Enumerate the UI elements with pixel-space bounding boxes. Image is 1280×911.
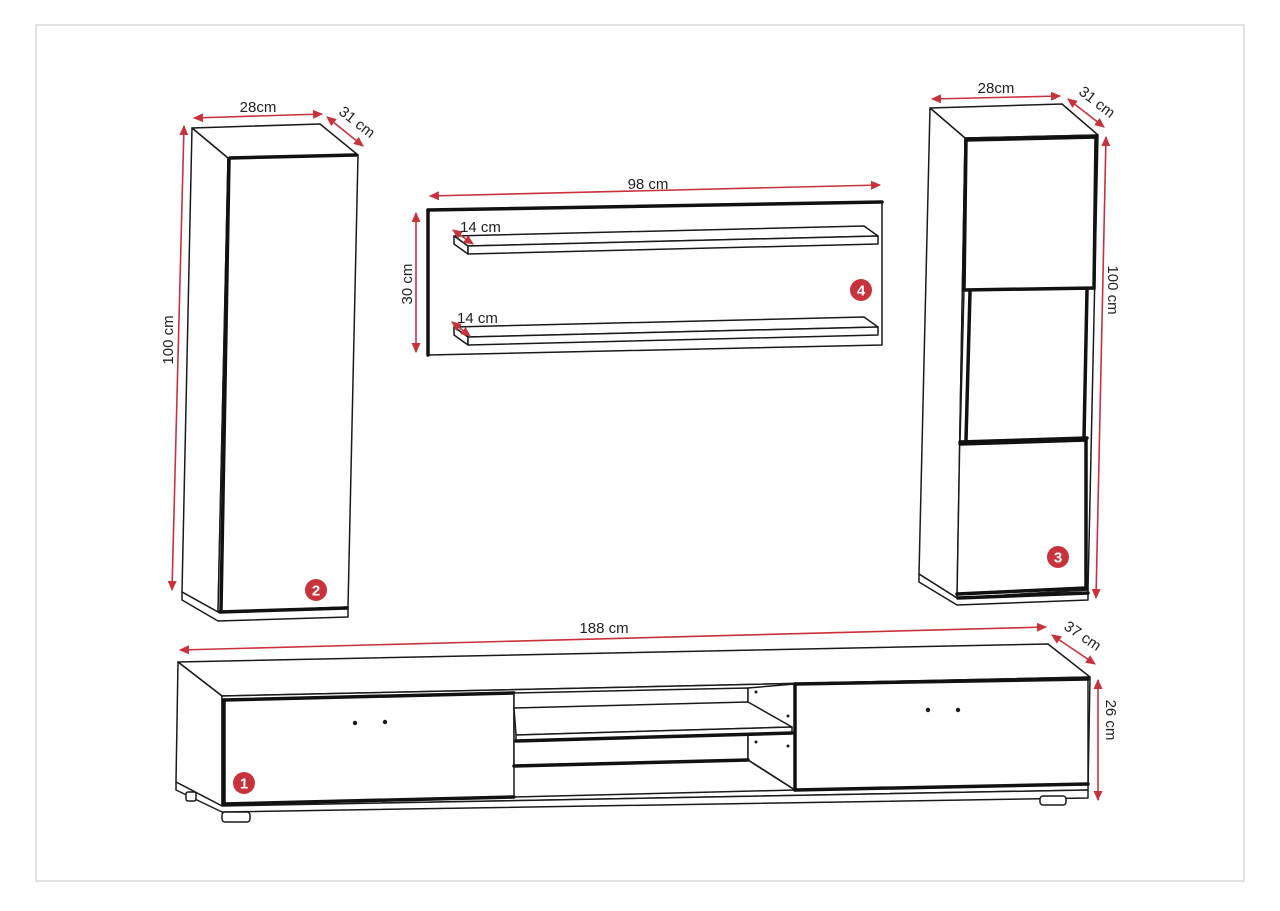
cabinet-right-compartment-inner-left xyxy=(964,290,972,442)
cabinet-right-bottom-edge xyxy=(956,591,1090,600)
tv-stand-right-handle-dot xyxy=(925,707,931,713)
dim-label: 28cm xyxy=(978,80,1015,97)
tv-stand xyxy=(175,643,1091,823)
dim-tv-stand-height: 26 cm xyxy=(1093,678,1119,802)
dim-line xyxy=(1091,135,1111,600)
tv-stand-middle-bottom xyxy=(513,789,796,798)
dim-line xyxy=(451,321,471,337)
badge-circle xyxy=(850,279,872,301)
shelf-pin xyxy=(786,714,790,718)
tv-stand-right-door-bottom-edge xyxy=(793,782,1090,792)
dim-wall-panel-width: 98 cm xyxy=(428,176,882,201)
cabinet-right-front xyxy=(956,134,1099,599)
dim-line xyxy=(167,124,189,592)
dim-line xyxy=(452,229,474,245)
cabinet-right-compartment-bottom xyxy=(958,436,1089,444)
shelf-pin xyxy=(754,690,758,694)
badge-circle xyxy=(233,772,255,794)
wall-panel-top-edge xyxy=(426,200,884,212)
dim-label: 28cm xyxy=(240,99,277,116)
dim-label: 100 cm xyxy=(160,315,177,364)
badge-label: 3 xyxy=(1054,550,1062,567)
dim-label: 98 cm xyxy=(628,176,669,193)
cabinet-left-door-bottom-edge xyxy=(218,606,349,614)
dim-label: 26 cm xyxy=(1102,700,1119,741)
tv-stand-foot-front-right xyxy=(1039,795,1067,806)
wall-panel xyxy=(426,200,884,357)
top-shelf-front xyxy=(467,235,879,255)
dim-line xyxy=(1067,98,1105,128)
dim-line xyxy=(192,109,324,123)
badge-label: 2 xyxy=(312,583,320,600)
tall-cabinet-left xyxy=(181,123,359,622)
badge-4: 4 xyxy=(850,279,872,301)
dim-cabinet-right-height: 100 cm xyxy=(1091,135,1121,600)
shelf-pin xyxy=(786,744,790,748)
dim-tv-stand-width: 188 cm xyxy=(178,620,1048,655)
tv-stand-left-door-bottom-edge xyxy=(222,795,516,806)
badge-label: 1 xyxy=(240,776,248,793)
shelf-pin xyxy=(754,740,758,744)
tall-cabinet-right xyxy=(918,103,1099,606)
badge-circle xyxy=(305,579,327,601)
dim-label: 100 cm xyxy=(1104,265,1121,314)
dim-label: 14 cm xyxy=(460,219,501,236)
tv-stand-right-handle-dot xyxy=(955,707,961,713)
cabinet-left-door-top-edge xyxy=(228,153,358,160)
tv-stand-left-handle-dot xyxy=(352,720,358,726)
badge-3: 3 xyxy=(1047,546,1069,568)
dim-label: 31 cm xyxy=(335,103,378,142)
dim-label: 31 cm xyxy=(1075,83,1118,122)
dim-cabinet-right-width: 28cm xyxy=(930,80,1062,104)
bottom-shelf-front xyxy=(467,326,879,346)
tv-stand-middle-floor-edge xyxy=(512,758,750,768)
dim-cabinet-left-height: 100 cm xyxy=(160,124,189,592)
dim-label: 37 cm xyxy=(1061,618,1104,655)
dim-label: 188 cm xyxy=(579,620,628,637)
tv-stand-left-door xyxy=(223,692,515,805)
dim-label: 30 cm xyxy=(399,264,416,305)
tv-stand-left-handle-dot xyxy=(382,719,388,725)
tv-stand-foot-back-left xyxy=(185,791,197,802)
page-frame xyxy=(35,24,1245,882)
dim-line xyxy=(930,91,1062,104)
cabinet-left-front xyxy=(217,154,359,613)
tv-stand-right-door xyxy=(794,678,1089,791)
dim-cabinet-left-width: 28cm xyxy=(192,99,324,123)
tv-stand-foot-front-left xyxy=(221,811,251,823)
dim-bottom-shelf-depth: 14 cm xyxy=(451,310,498,337)
cabinet-left-door-side-edge xyxy=(219,158,231,612)
tv-stand-plinth xyxy=(175,781,1089,813)
dim-wall-panel-height: 30 cm xyxy=(399,211,421,354)
badge-circle xyxy=(1047,546,1069,568)
tv-stand-middle-floor-diagonal xyxy=(747,759,796,791)
cabinet-right-compartment-inner-right xyxy=(1082,288,1089,440)
dim-line xyxy=(326,116,364,147)
cabinet-right-compartment-left xyxy=(959,289,965,443)
badge-1: 1 xyxy=(233,772,255,794)
badge-2: 2 xyxy=(305,579,327,601)
cabinet-right-lower-door xyxy=(955,438,1088,596)
tv-stand-right-door-top-edge xyxy=(793,677,1090,686)
tv-stand-middle-shelf-edge xyxy=(514,731,794,743)
cabinet-left-base xyxy=(181,591,349,622)
dim-line xyxy=(428,180,882,201)
dim-top-shelf-depth: 14 cm xyxy=(452,219,501,245)
tv-stand-left-door-top-edge xyxy=(222,691,516,702)
dim-label: 14 cm xyxy=(457,310,498,327)
dim-line xyxy=(1051,634,1096,665)
badge-label: 4 xyxy=(857,283,866,300)
dim-line xyxy=(178,622,1048,655)
